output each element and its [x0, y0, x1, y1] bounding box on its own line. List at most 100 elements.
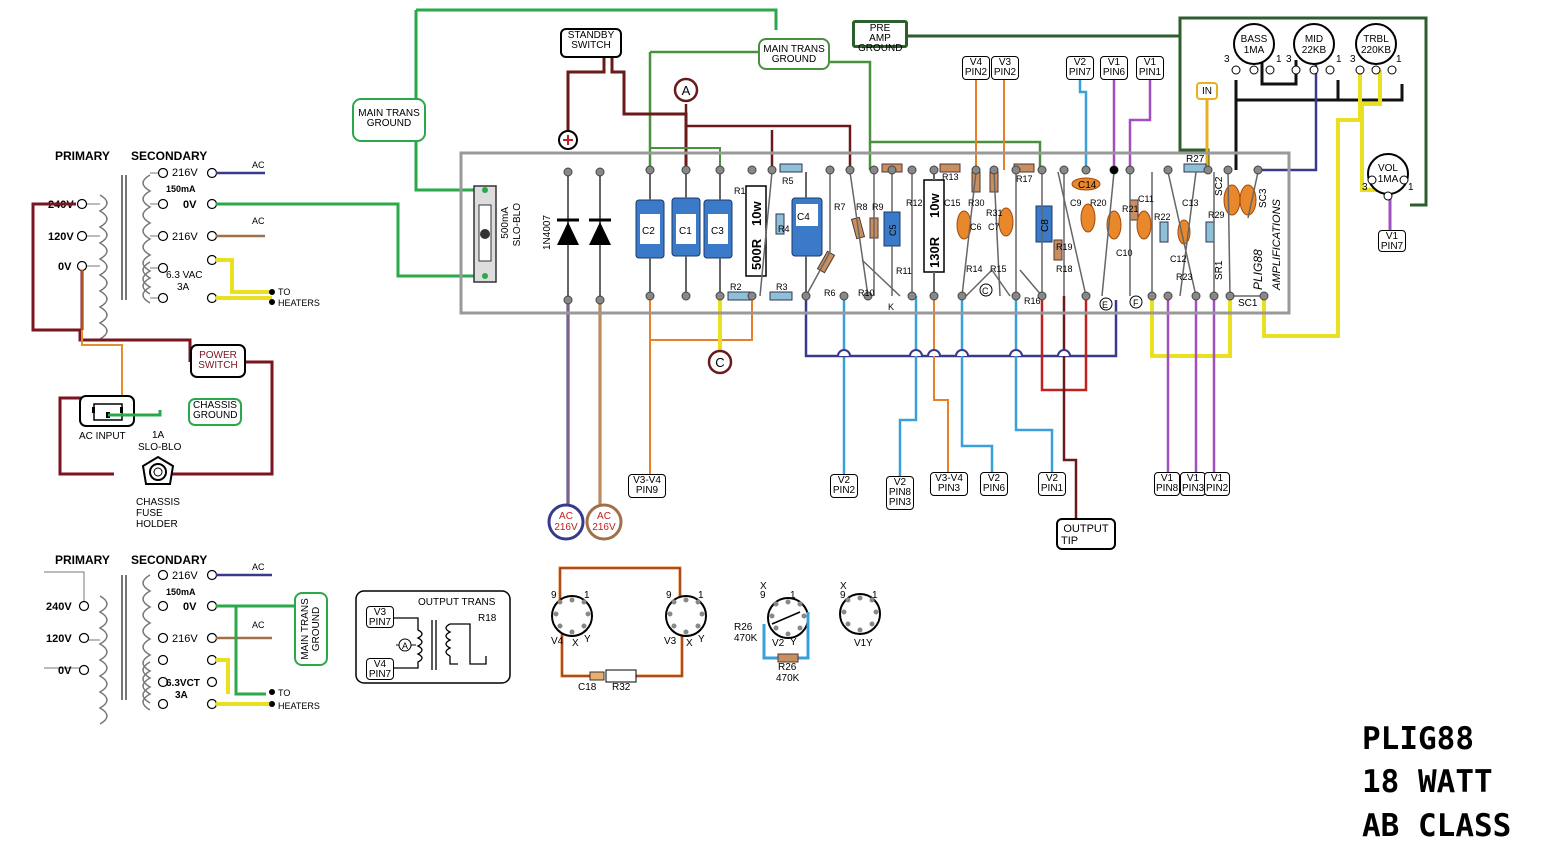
- svg-text:R23: R23: [1176, 272, 1193, 282]
- mains-wiring: AC INPUT 1A SLO-BLO CHASSIS FUSE HOLDER: [31, 202, 274, 530]
- svg-text:X: X: [572, 638, 579, 649]
- svg-text:C5: C5: [888, 224, 898, 236]
- wiring: [216, 8, 1428, 518]
- svg-text:X: X: [686, 638, 693, 649]
- svg-text:V4: V4: [551, 636, 564, 647]
- v120-label: 120V: [48, 231, 74, 243]
- svg-text:C6: C6: [970, 222, 982, 232]
- svg-text:SLO-BLO: SLO-BLO: [512, 203, 523, 247]
- title-model: PLIG88: [1362, 721, 1474, 757]
- svg-text:1: 1: [698, 590, 704, 601]
- svg-text:0V: 0V: [183, 601, 197, 613]
- svg-text:1: 1: [790, 590, 796, 601]
- circuit-board: 500mA SLO-BLO 1N4007 500R 10w 130R 10w: [459, 151, 1291, 315]
- svg-text:216V: 216V: [554, 522, 578, 533]
- svg-text:AC: AC: [252, 216, 265, 226]
- title-class: AB CLASS: [1362, 808, 1512, 844]
- svg-text:F: F: [1133, 298, 1139, 308]
- svg-text:OUTPUT TRANS: OUTPUT TRANS: [418, 597, 496, 608]
- svg-text:R3: R3: [776, 282, 788, 292]
- svg-text:TO: TO: [278, 688, 290, 698]
- svg-text:220KB: 220KB: [1361, 45, 1391, 56]
- svg-text:SECONDARY: SECONDARY: [131, 553, 207, 567]
- svg-text:22KB: 22KB: [1302, 45, 1327, 56]
- svg-text:R15: R15: [990, 264, 1007, 274]
- svg-text:R10: R10: [858, 288, 875, 298]
- svg-text:216V: 216V: [172, 231, 198, 243]
- svg-text:9: 9: [551, 590, 557, 601]
- svg-text:R22: R22: [1154, 212, 1171, 222]
- svg-text:R14: R14: [966, 264, 983, 274]
- svg-text:C12: C12: [1170, 254, 1187, 264]
- svg-text:X: X: [760, 581, 767, 592]
- svg-text:R18: R18: [478, 613, 497, 624]
- svg-text:470K: 470K: [734, 633, 758, 644]
- svg-text:3: 3: [1362, 182, 1368, 193]
- svg-text:SC3: SC3: [1258, 188, 1269, 208]
- svg-text:TRBL: TRBL: [1363, 34, 1389, 45]
- title-watt: 18 WATT: [1362, 764, 1493, 800]
- svg-text:470K: 470K: [776, 673, 800, 684]
- svg-text:R29: R29: [1208, 210, 1225, 220]
- svg-text:1MA: 1MA: [1244, 45, 1265, 56]
- svg-text:6.3 VAC: 6.3 VAC: [166, 270, 203, 281]
- v0-label: 0V: [58, 261, 72, 273]
- svg-text:6.3VCT: 6.3VCT: [166, 678, 200, 689]
- svg-text:R12: R12: [906, 198, 923, 208]
- svg-text:Y: Y: [866, 638, 873, 649]
- svg-text:1: 1: [872, 590, 878, 601]
- svg-text:C4: C4: [797, 212, 810, 223]
- svg-text:C7: C7: [988, 222, 1000, 232]
- svg-text:Y: Y: [584, 634, 591, 645]
- svg-text:10w: 10w: [749, 201, 764, 226]
- svg-text:3: 3: [1286, 54, 1292, 65]
- svg-text:C14: C14: [1078, 180, 1097, 191]
- output-trans-box: OUTPUT TRANS R18 A: [355, 590, 511, 684]
- svg-text:R27: R27: [1186, 154, 1205, 165]
- svg-text:R20: R20: [1090, 198, 1107, 208]
- svg-text:10w: 10w: [927, 193, 942, 218]
- svg-text:9: 9: [760, 590, 766, 601]
- ac-circles: AC 216V AC 216V: [547, 503, 623, 541]
- svg-text:1: 1: [1396, 54, 1402, 65]
- svg-text:9: 9: [840, 590, 846, 601]
- bass-pot-icon: [1233, 23, 1275, 65]
- svg-text:R19: R19: [1056, 242, 1073, 252]
- svg-text:3: 3: [1350, 54, 1356, 65]
- in-label: IN: [1196, 82, 1218, 100]
- svg-text:CHASSIS: CHASSIS: [136, 497, 180, 508]
- treble-pot-icon: [1355, 23, 1397, 65]
- svg-text:C11: C11: [1138, 194, 1154, 204]
- svg-text:3A: 3A: [177, 282, 190, 293]
- svg-text:HEATERS: HEATERS: [278, 701, 320, 711]
- svg-text:C3: C3: [711, 226, 724, 237]
- svg-text:1N4007: 1N4007: [542, 215, 553, 250]
- svg-text:0V: 0V: [58, 665, 72, 677]
- svg-text:K: K: [888, 302, 894, 312]
- svg-text:C13: C13: [1182, 198, 1199, 208]
- ac-input-label: AC INPUT: [79, 431, 126, 442]
- svg-text:3A: 3A: [175, 690, 188, 701]
- svg-text:R31: R31: [986, 208, 1003, 218]
- svg-text:AC: AC: [597, 511, 611, 522]
- svg-text:150mA: 150mA: [166, 587, 196, 597]
- svg-text:R1: R1: [734, 186, 746, 196]
- svg-text:SLO-BLO: SLO-BLO: [138, 442, 182, 453]
